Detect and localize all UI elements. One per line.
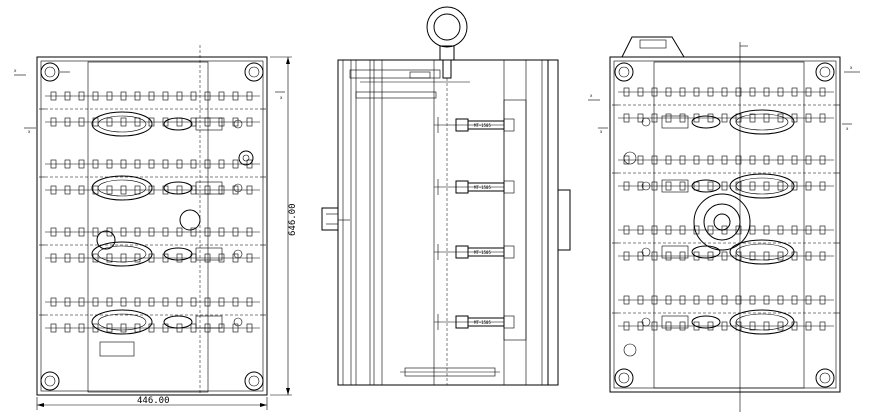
left-plate-view: x x x [14,45,285,396]
right-cavity-2 [641,173,795,199]
right-cavity-4 [641,309,795,335]
right-cavity-band-3 [612,225,840,261]
svg-text:x: x [14,68,17,73]
width-dimension: 446.00 [36,396,268,410]
right-plate-view: x x x x [588,36,860,412]
center-side-view: MT-1505 MT-1505 MT-1505 MT-1505 [321,6,571,386]
height-dimension-label: 646.00 [288,203,298,236]
svg-text:x: x [850,65,853,70]
cylinder-assembly-4 [434,314,515,330]
svg-text:x: x [846,126,849,131]
right-cavity-1 [641,109,795,135]
left-cavity-band-3 [39,227,266,263]
left-cavity-band-1 [39,91,266,127]
right-cavity-3 [641,239,795,265]
svg-text:x: x [280,95,283,100]
left-cavity-3 [91,241,243,267]
cylinder-assembly-2 [434,179,515,195]
left-cavity-2 [91,175,243,201]
cylinder-assembly-1 [434,117,515,133]
right-cavity-band-1 [612,87,840,123]
part-label-2: MT-1505 [474,185,491,190]
left-cavity-1 [91,111,243,137]
height-dimension: 646.00 [270,56,298,396]
left-cavity-4 [91,309,243,335]
left-cavity-band-2 [39,159,266,195]
svg-text:x: x [590,93,593,98]
right-cavity-band-4 [612,295,840,331]
svg-text:x: x [600,129,603,134]
part-label-4: MT-1505 [474,320,491,325]
part-label-3: MT-1505 [474,250,491,255]
svg-text:x: x [28,129,31,134]
right-cavity-band-2 [612,155,840,191]
part-label-1: MT-1505 [474,123,491,128]
width-dimension-label: 446.00 [137,396,170,406]
left-cavity-band-4 [39,297,266,333]
cylinder-assembly-3 [434,244,515,260]
